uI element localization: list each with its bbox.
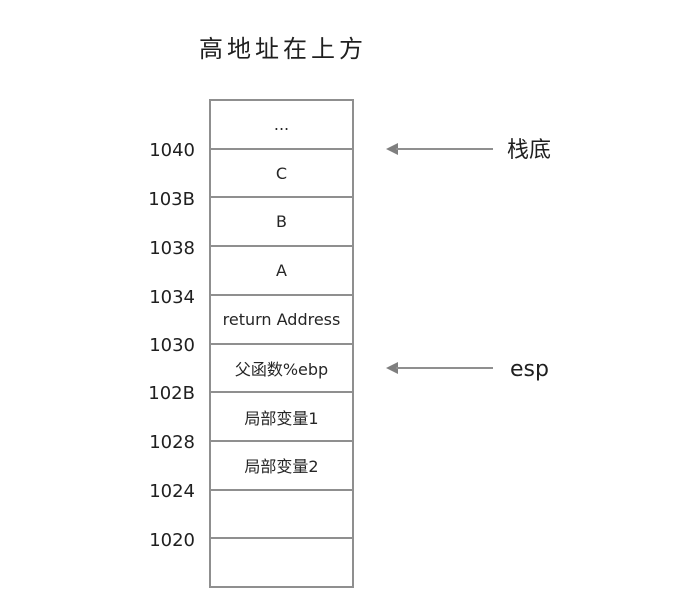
stack-cell-empty-1 xyxy=(211,491,352,540)
stack-cell-parent-ebp: 父函数%ebp xyxy=(211,345,352,394)
address-label-1028: 1028 xyxy=(149,432,195,453)
stack-cell-b: B xyxy=(211,198,352,248)
esp-label: esp xyxy=(510,357,549,382)
address-label-1030: 1030 xyxy=(149,335,195,356)
address-label-103b: 103B xyxy=(148,189,195,210)
stack-bottom-label: 栈底 xyxy=(507,138,552,163)
stack-cell-ellipsis: ... xyxy=(211,101,352,150)
address-label-1040: 1040 xyxy=(149,140,195,161)
stack-cell-return-address: return Address xyxy=(211,296,352,345)
left-arrowhead-icon xyxy=(386,362,398,374)
stack-cell-local-var-1: 局部变量1 xyxy=(211,393,352,442)
stack-bottom-arrow xyxy=(386,143,493,155)
stack-cell-a: A xyxy=(211,247,352,296)
left-arrowhead-icon xyxy=(386,143,398,155)
address-label-1020: 1020 xyxy=(149,530,195,551)
memory-stack-box: ... C B A return Address 父函数%ebp 局部变量1 局… xyxy=(209,99,354,588)
address-label-1034: 1034 xyxy=(149,287,195,308)
arrow-shaft xyxy=(396,367,493,369)
address-label-1038: 1038 xyxy=(149,238,195,259)
address-label-102b: 102B xyxy=(148,383,195,404)
stack-cell-local-var-2: 局部变量2 xyxy=(211,442,352,491)
stack-cell-empty-2 xyxy=(211,539,352,586)
address-label-1024: 1024 xyxy=(149,481,195,502)
arrow-shaft xyxy=(396,148,493,150)
diagram-title: 高地址在上方 xyxy=(199,35,367,63)
stack-cell-c: C xyxy=(211,150,352,199)
esp-arrow xyxy=(386,362,493,374)
